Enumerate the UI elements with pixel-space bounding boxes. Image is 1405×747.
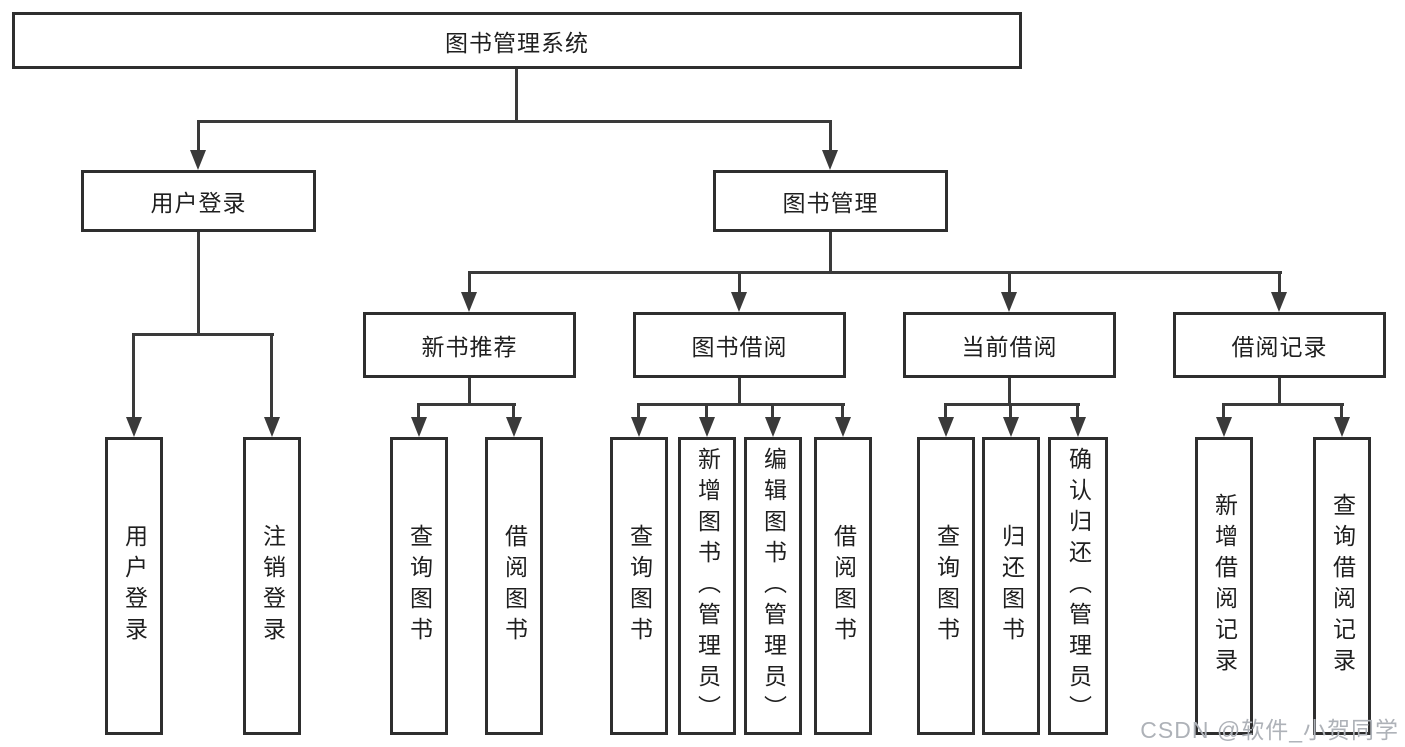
leaf-add-borrow-record: 新增借阅记录 [1195, 437, 1253, 735]
connector-recommend-drop-1 [417, 403, 420, 419]
connector-borrowing-hbar [637, 403, 845, 406]
arrow-down-add-borrow-record [1216, 417, 1232, 437]
node-new-book-recommend: 新书推荐 [363, 312, 576, 378]
leaf-user-login-label: 用户登录 [121, 524, 148, 648]
node-current-borrowing: 当前借阅 [903, 312, 1116, 378]
connector-root-hbar [197, 120, 832, 123]
arrow-down-query-books-recommend [411, 417, 427, 437]
connector-recommend-stem [468, 378, 471, 405]
node-borrowing-records-label: 借阅记录 [1231, 334, 1328, 360]
leaf-add-borrow-record-label: 新增借阅记录 [1211, 493, 1238, 679]
leaf-user-login: 用户登录 [105, 437, 163, 735]
node-book-borrowing-label: 图书借阅 [691, 334, 788, 360]
leaf-confirm-return-admin: 确认归还（管理员） [1048, 437, 1108, 735]
arrow-down-query-books-borrowing [631, 417, 647, 437]
connector-records-drop-2 [1340, 403, 1343, 419]
connector-borrowing-stem [738, 378, 741, 405]
connector-records-hbar [1222, 403, 1344, 406]
leaf-logout-label: 注销登录 [259, 524, 286, 648]
leaf-return-books-label: 归还图书 [998, 524, 1025, 648]
leaf-add-book-admin-label: 新增图书（管理员） [694, 446, 721, 726]
connector-mgmt-drop-3 [1008, 271, 1011, 294]
node-book-borrowing: 图书借阅 [633, 312, 846, 378]
leaf-borrow-books-borrowing-label: 借阅图书 [830, 524, 857, 648]
connector-recommend-drop-2 [512, 403, 515, 419]
arrow-down-new-book-recommend [461, 292, 477, 312]
arrow-down-user-login [190, 150, 206, 170]
node-user-login-label: 用户登录 [150, 190, 247, 216]
leaf-logout: 注销登录 [243, 437, 301, 735]
connector-current-drop-3 [1076, 403, 1079, 419]
connector-root-stem [515, 69, 518, 122]
arrow-down-borrow-books-borrowing [835, 417, 851, 437]
node-root-label: 图书管理系统 [445, 29, 589, 56]
leaf-confirm-return-admin-label: 确认归还（管理员） [1065, 446, 1092, 726]
arrow-down-query-borrow-record [1334, 417, 1350, 437]
connector-mgmt-hbar [468, 271, 1282, 274]
connector-borrowing-drop-1 [637, 403, 640, 419]
arrow-down-leaf-user-login [126, 417, 142, 437]
connector-login-drop-1 [132, 333, 135, 418]
node-book-management-label: 图书管理 [782, 190, 879, 216]
arrow-down-return-books [1003, 417, 1019, 437]
leaf-return-books: 归还图书 [982, 437, 1040, 735]
connector-mgmt-drop-1 [468, 271, 471, 294]
connector-current-stem [1008, 378, 1011, 405]
connector-borrowing-drop-2 [705, 403, 708, 419]
leaf-query-books-borrowing-label: 查询图书 [626, 524, 653, 648]
csdn-watermark: CSDN @软件_小贺同学 [1140, 717, 1399, 743]
node-user-login: 用户登录 [81, 170, 316, 232]
connector-root-drop-right [829, 120, 832, 152]
connector-login-drop-2 [270, 333, 273, 418]
leaf-query-borrow-record-label: 查询借阅记录 [1329, 493, 1356, 679]
arrow-down-borrow-books-recommend [506, 417, 522, 437]
arrow-down-book-management [822, 150, 838, 170]
connector-login-stem [197, 232, 200, 335]
leaf-edit-book-admin-label: 编辑图书（管理员） [760, 446, 787, 726]
connector-current-drop-1 [944, 403, 947, 419]
arrow-down-current-borrowing [1001, 292, 1017, 312]
connector-borrowing-drop-4 [841, 403, 844, 419]
connector-current-drop-2 [1009, 403, 1012, 419]
connector-records-drop-1 [1222, 403, 1225, 419]
leaf-borrow-books-borrowing: 借阅图书 [814, 437, 872, 735]
connector-mgmt-stem [829, 232, 832, 273]
connector-mgmt-drop-4 [1278, 271, 1281, 294]
connector-recommend-hbar [417, 403, 516, 406]
leaf-edit-book-admin: 编辑图书（管理员） [744, 437, 802, 735]
node-borrowing-records: 借阅记录 [1173, 312, 1386, 378]
arrow-down-add-book-admin [699, 417, 715, 437]
node-current-borrowing-label: 当前借阅 [961, 334, 1058, 360]
connector-records-stem [1278, 378, 1281, 405]
leaf-query-books-borrowing: 查询图书 [610, 437, 668, 735]
leaf-borrow-books-recommend: 借阅图书 [485, 437, 543, 735]
arrow-down-confirm-return-admin [1070, 417, 1086, 437]
arrow-down-query-books-current [938, 417, 954, 437]
arrow-down-book-borrowing [731, 292, 747, 312]
node-new-book-recommend-label: 新书推荐 [421, 334, 518, 360]
leaf-query-borrow-record: 查询借阅记录 [1313, 437, 1371, 735]
leaf-query-books-recommend: 查询图书 [390, 437, 448, 735]
connector-mgmt-drop-2 [738, 271, 741, 294]
arrow-down-edit-book-admin [765, 417, 781, 437]
connector-root-drop-left [197, 120, 200, 152]
leaf-add-book-admin: 新增图书（管理员） [678, 437, 736, 735]
connector-current-hbar [944, 403, 1080, 406]
leaf-query-books-recommend-label: 查询图书 [406, 524, 433, 648]
node-root: 图书管理系统 [12, 12, 1022, 69]
node-book-management: 图书管理 [713, 170, 948, 232]
leaf-query-books-current: 查询图书 [917, 437, 975, 735]
leaf-borrow-books-recommend-label: 借阅图书 [501, 524, 528, 648]
connector-login-hbar [132, 333, 274, 336]
arrow-down-leaf-logout [264, 417, 280, 437]
arrow-down-borrowing-records [1271, 292, 1287, 312]
connector-borrowing-drop-3 [771, 403, 774, 419]
leaf-query-books-current-label: 查询图书 [933, 524, 960, 648]
